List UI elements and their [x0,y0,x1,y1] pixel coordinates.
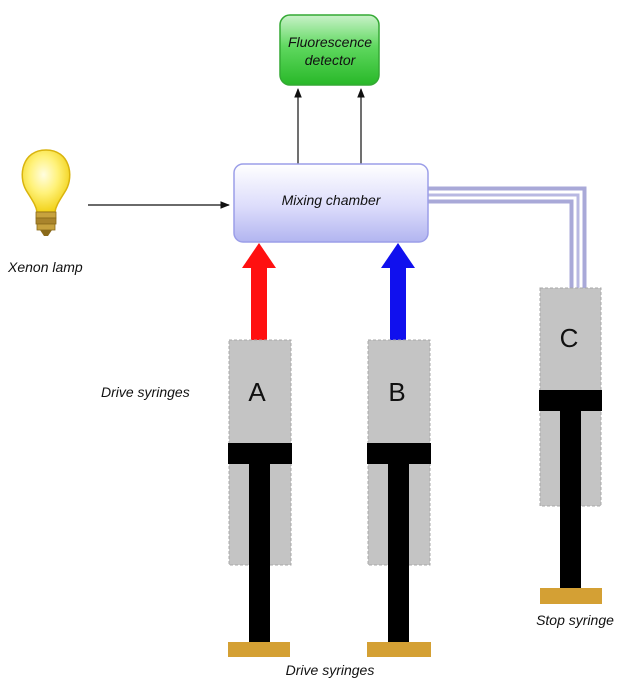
lightbulb-icon [21,149,71,236]
syringe-b: B [367,339,431,657]
drive-syringes-side-label: Drive syringes [101,384,190,400]
syringe-a: A [228,339,292,657]
syringe-a-plunger-head [228,443,292,464]
syringe-b-plunger-base [367,642,431,657]
syringe-b-letter: B [388,377,405,407]
fluorescence-detector: Fluorescence detector [279,14,380,86]
flow-arrow-a [242,243,276,340]
flow-arrow-b [381,243,415,340]
tube-to-stop-syringe [428,186,587,288]
syringe-a-letter: A [248,377,266,407]
syringe-b-plunger-rod [388,464,409,642]
chamber-box [233,163,429,243]
syringe-a-plunger-rod [249,464,270,642]
detector-label-line2: detector [305,52,357,68]
chamber-label: Mixing chamber [282,192,382,208]
xenon-lamp: Xenon lamp [7,149,83,275]
detector-box [279,14,380,86]
syringe-c: C [539,287,602,604]
detector-label-line1: Fluorescence [288,34,372,50]
syringe-b-plunger-head [367,443,431,464]
syringe-a-plunger-base [228,642,290,657]
syringe-c-letter: C [560,323,579,353]
lamp-label: Xenon lamp [7,259,83,275]
syringe-c-plunger-head [539,390,602,411]
stop-syringe-label: Stop syringe [536,612,614,628]
syringe-c-plunger-base [540,588,602,604]
drive-syringes-bottom-label: Drive syringes [286,662,375,678]
syringe-c-plunger-rod [560,411,581,588]
mixing-chamber: Mixing chamber [233,163,429,243]
